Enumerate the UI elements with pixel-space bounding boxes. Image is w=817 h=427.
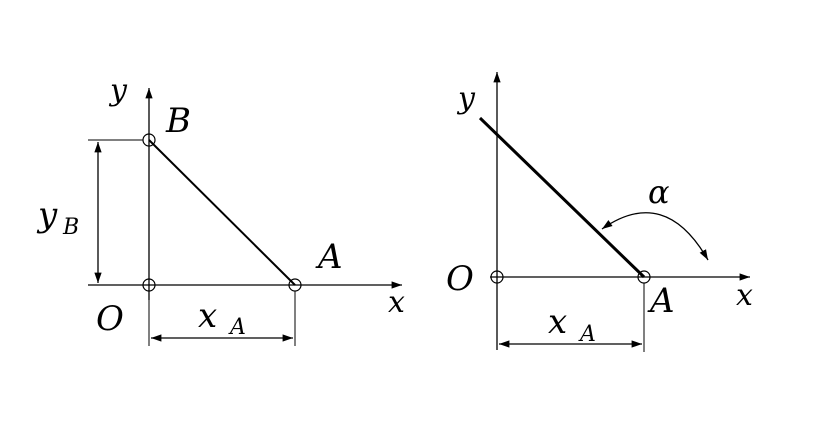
left-yb-subscript: B (62, 215, 79, 240)
right-angle-arc (601, 212, 709, 261)
left-point-b-label: B (165, 101, 191, 141)
left-yb-label: y (36, 195, 58, 235)
right-origin-label: O (446, 259, 474, 299)
left-bar-ab (148, 139, 296, 286)
left-x-axis-label: x (388, 285, 405, 320)
right-figure: y α O A x x A (446, 72, 753, 352)
right-y-axis-label: y (456, 81, 476, 116)
right-angle-label: α (648, 173, 670, 211)
left-xa-label: x (198, 296, 217, 336)
right-xa-subscript: A (578, 322, 596, 347)
right-joint-o (490, 270, 504, 284)
right-bar (478, 116, 646, 279)
right-x-axis-label: x (736, 278, 753, 313)
left-y-axis-label: y (108, 73, 128, 108)
right-point-a-label: A (647, 281, 675, 321)
right-xa-label: x (548, 302, 567, 342)
left-figure: y B A O x y B x A (36, 73, 405, 346)
left-xa-subscript: A (228, 315, 246, 340)
left-origin-label: O (96, 299, 124, 339)
left-point-a-label: A (315, 237, 343, 277)
